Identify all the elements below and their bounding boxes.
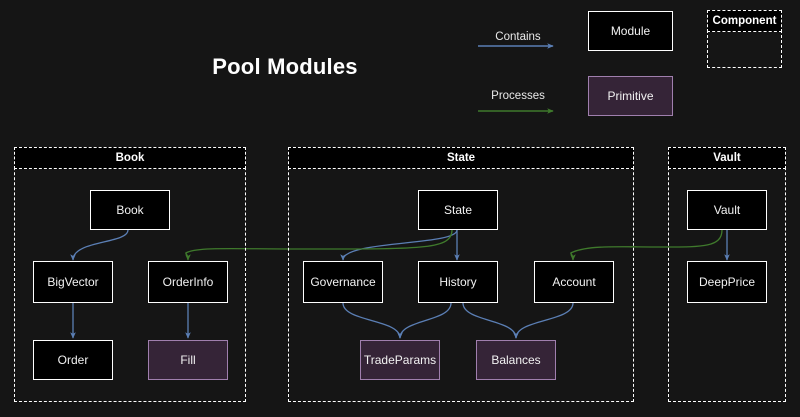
node-deepprice[interactable]: DeepPrice — [687, 261, 767, 303]
node-governance[interactable]: Governance — [303, 261, 383, 303]
diagram-title: Pool Modules — [212, 54, 358, 79]
node-account[interactable]: Account — [534, 261, 614, 303]
node-history[interactable]: History — [418, 261, 498, 303]
group-state-header: State — [288, 147, 634, 169]
node-orderinfo[interactable]: OrderInfo — [148, 261, 228, 303]
legend-component-header: Component — [707, 10, 782, 32]
node-balances[interactable]: Balances — [476, 340, 556, 380]
node-vault[interactable]: Vault — [687, 190, 767, 230]
node-tradeparams[interactable]: TradeParams — [360, 340, 440, 380]
legend-primitive-box: Primitive — [588, 76, 673, 116]
node-bigvector[interactable]: BigVector — [33, 261, 113, 303]
node-order[interactable]: Order — [33, 340, 113, 380]
legend-module-box: Module — [588, 11, 673, 51]
node-fill[interactable]: Fill — [148, 340, 228, 380]
group-book-header: Book — [14, 147, 246, 169]
node-book[interactable]: Book — [90, 190, 170, 230]
group-vault-header: Vault — [668, 147, 786, 169]
legend-processes-label: Processes — [491, 90, 545, 102]
legend-contains-label: Contains — [495, 31, 541, 43]
node-state[interactable]: State — [418, 190, 498, 230]
